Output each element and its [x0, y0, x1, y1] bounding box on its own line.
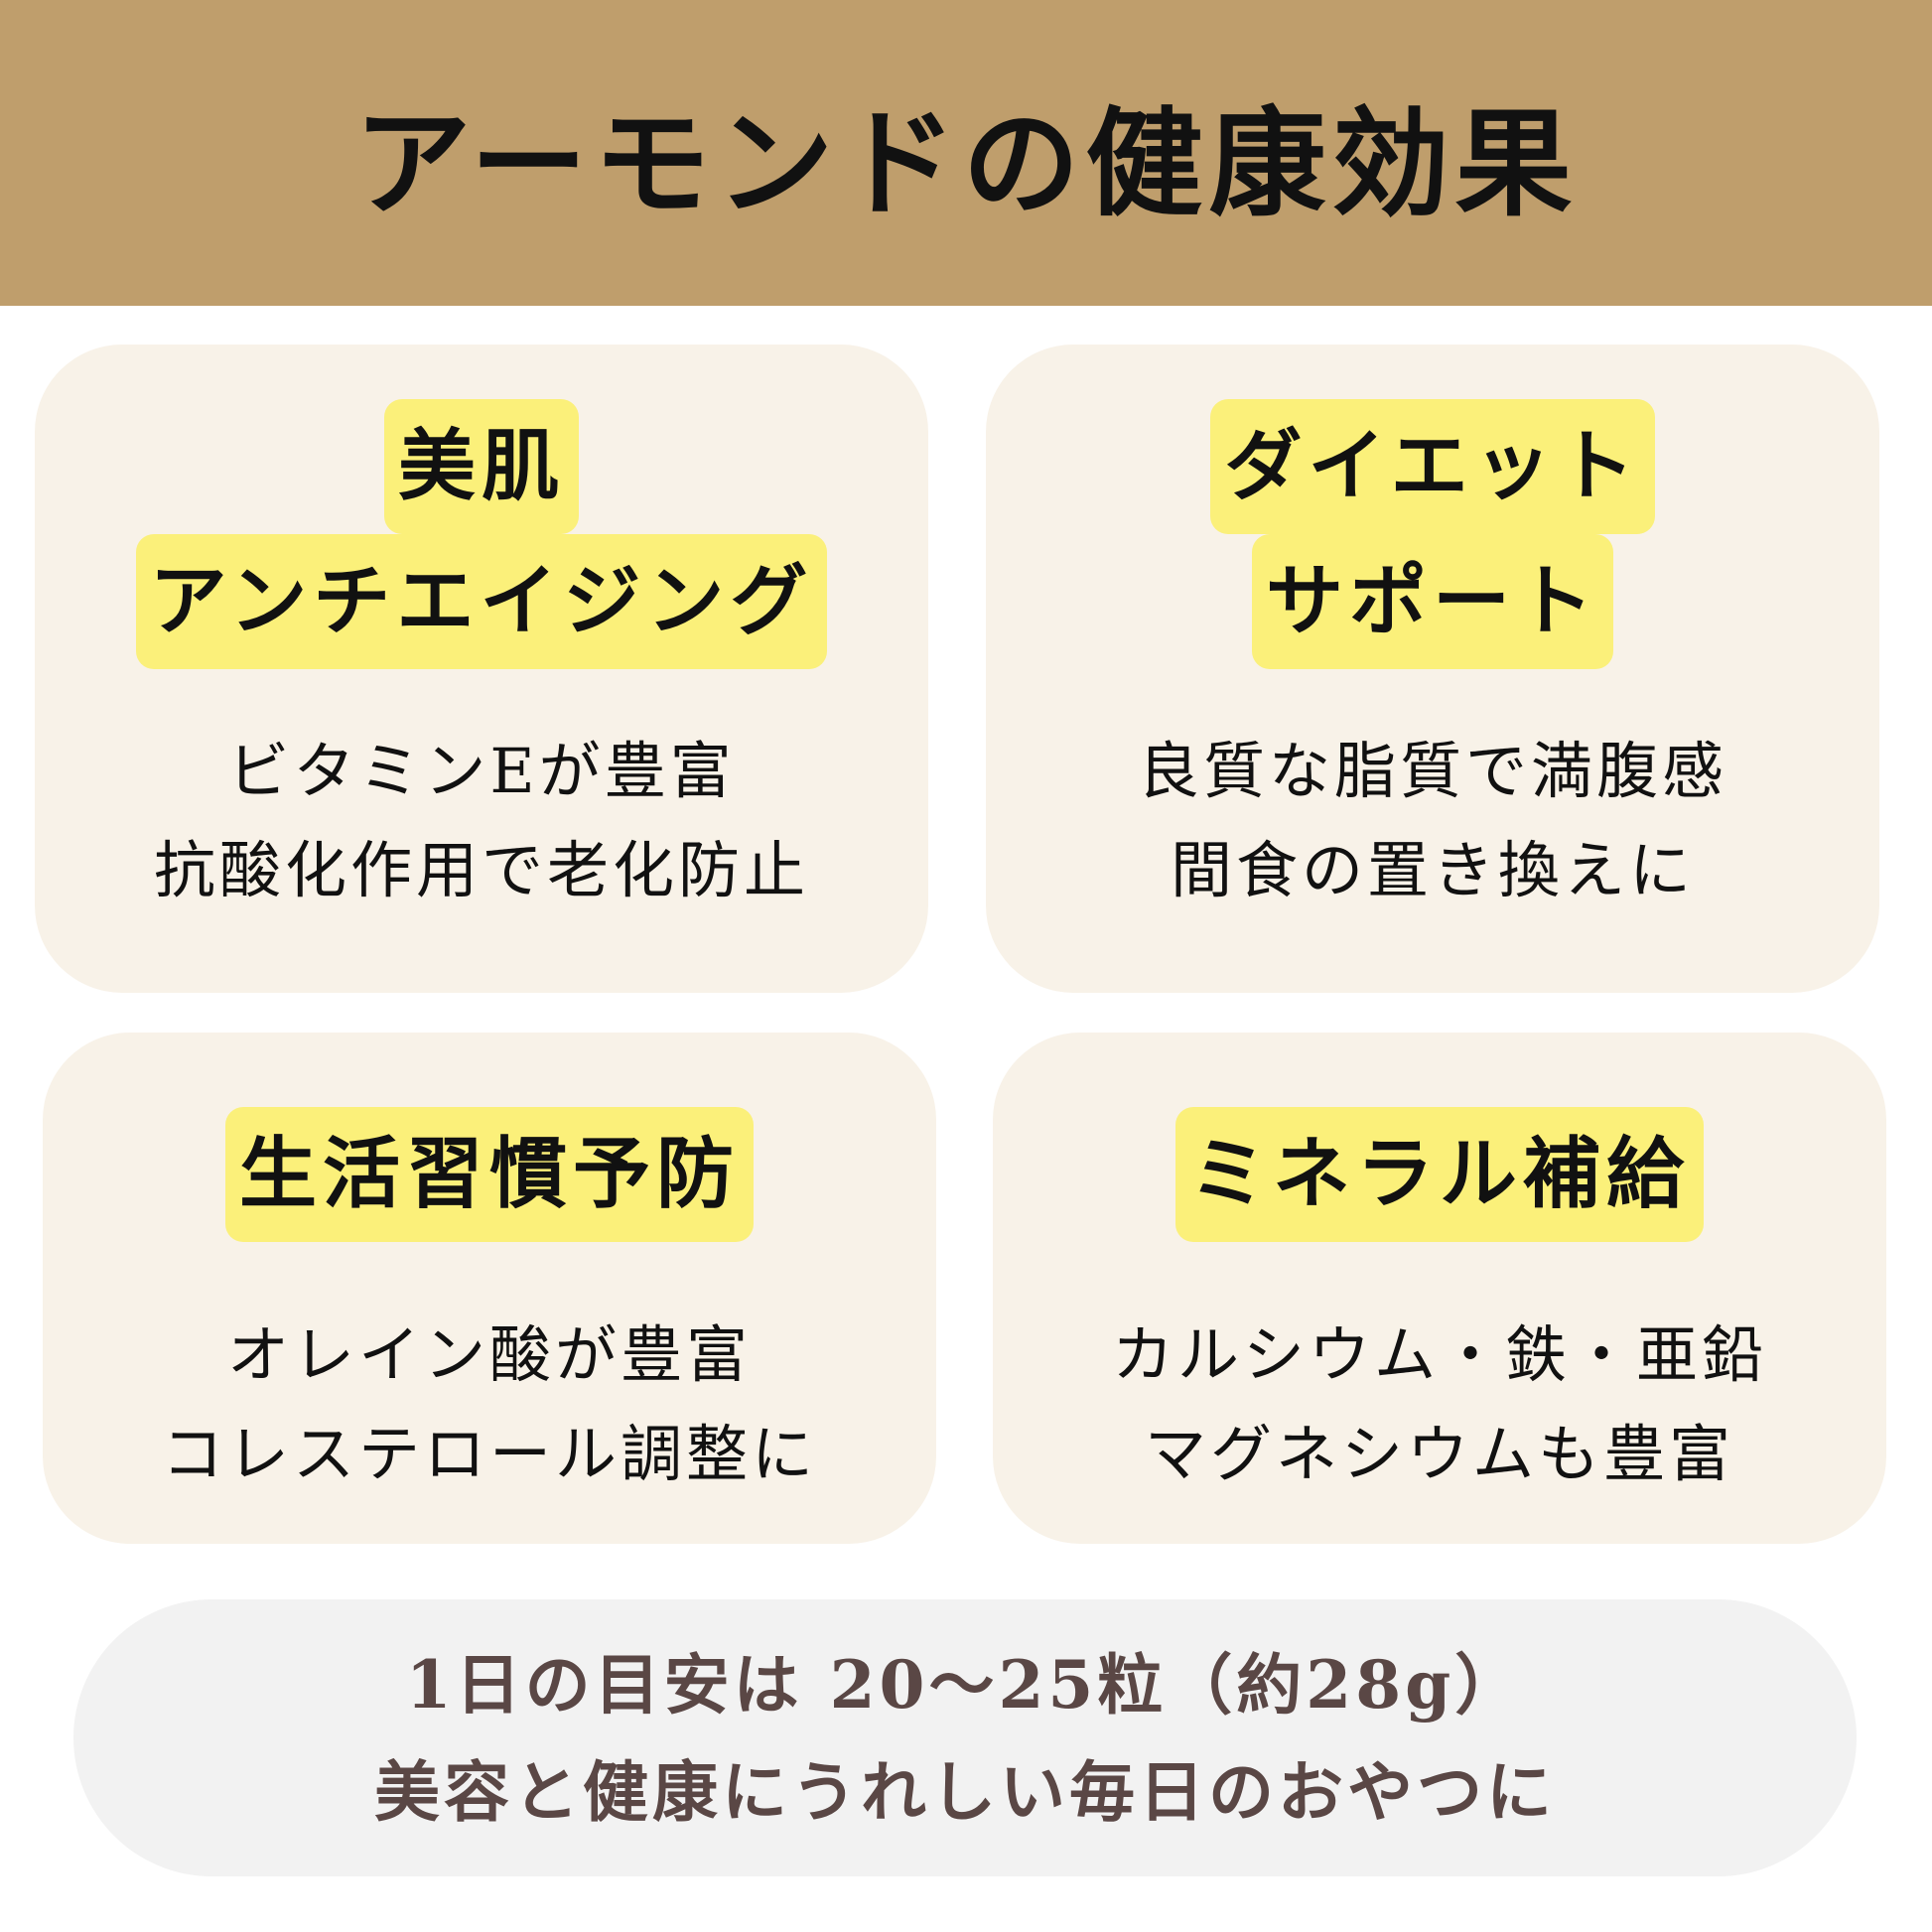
benefit-card-minerals: ミネラル補給 カルシウム・鉄・亜鉛 マグネシウムも豊富: [993, 1033, 1886, 1544]
body-line: ビタミンEが豊富: [227, 735, 736, 807]
body-line: コレステロール調整に: [161, 1418, 817, 1490]
card-body: 良質な脂質で満腹感 間食の置き換えに: [986, 722, 1879, 920]
body-line: 間食の置き換えに: [1170, 834, 1695, 906]
card-body: カルシウム・鉄・亜鉛 マグネシウムも豊富: [993, 1306, 1886, 1504]
footer-line-2: 美容と健康にうれしい毎日のおやつに: [374, 1752, 1556, 1831]
heading-line: ダイエット: [1210, 399, 1655, 534]
card-body: オレイン酸が豊富 コレステロール調整に: [43, 1306, 936, 1504]
body-line: 抗酸化作用で老化防止: [153, 834, 809, 906]
benefit-card-skin: 美肌 アンチエイジング ビタミンEが豊富 抗酸化作用で老化防止: [35, 345, 928, 993]
body-line: カルシウム・鉄・亜鉛: [1111, 1318, 1767, 1391]
heading-line: 生活習慣予防: [224, 1107, 754, 1242]
footer-line-1: 1日の目安は 20〜25粒（約28g）: [405, 1645, 1525, 1724]
card-heading: ダイエット サポート: [986, 399, 1879, 669]
card-heading: 生活習慣予防: [43, 1107, 936, 1242]
heading-line: ミネラル補給: [1174, 1107, 1704, 1242]
card-heading: ミネラル補給: [993, 1107, 1886, 1242]
header-banner: アーモンドの健康効果: [0, 0, 1932, 306]
body-line: マグネシウムも豊富: [1144, 1418, 1734, 1490]
body-line: 良質な脂質で満腹感: [1137, 735, 1727, 807]
card-heading: 美肌 アンチエイジング: [35, 399, 928, 669]
card-body: ビタミンEが豊富 抗酸化作用で老化防止: [35, 722, 928, 920]
benefit-card-diet: ダイエット サポート 良質な脂質で満腹感 間食の置き換えに: [986, 345, 1879, 993]
body-line: オレイン酸が豊富: [226, 1318, 752, 1391]
heading-line: 美肌: [383, 399, 579, 534]
page-title: アーモンドの健康効果: [353, 93, 1579, 232]
daily-intake-note: 1日の目安は 20〜25粒（約28g） 美容と健康にうれしい毎日のおやつに: [73, 1599, 1857, 1876]
benefit-card-lifestyle: 生活習慣予防 オレイン酸が豊富 コレステロール調整に: [43, 1033, 936, 1544]
heading-line: サポート: [1251, 534, 1613, 669]
heading-line: アンチエイジング: [135, 534, 828, 669]
